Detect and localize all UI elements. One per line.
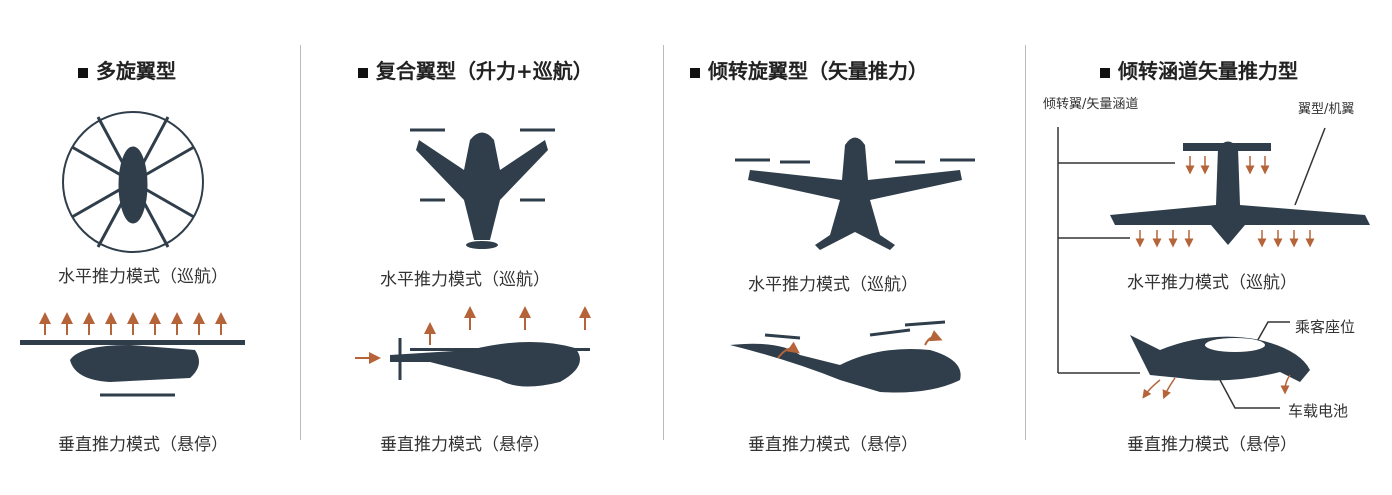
- title-text: 复合翼型（升力+巡航）: [376, 59, 593, 83]
- callout-battery: 车载电池: [1288, 402, 1349, 420]
- multirotor-top-view: [62, 111, 204, 253]
- callout-wing: 翼型/机翼: [1298, 102, 1355, 117]
- callout-lines: [1057, 127, 1326, 409]
- hover-label: 垂直推力模式（悬停）: [748, 435, 918, 455]
- callout-seat: 乘客座位: [1295, 318, 1356, 336]
- tiltrotor-side-view: [730, 320, 961, 393]
- callout-duct: 倾转翼/矢量涵道: [1043, 97, 1139, 112]
- bullet-square-icon: [78, 67, 88, 78]
- cruise-label: 水平推力模式（巡航）: [1127, 273, 1297, 293]
- bullet-square-icon: [1100, 67, 1110, 78]
- panel-title-tiltduct: 倾转涵道矢量推力型: [1100, 55, 1298, 84]
- cruise-label: 水平推力模式（巡航）: [748, 275, 918, 295]
- panel-divider: [663, 45, 664, 440]
- panel-title-multirotor: 多旋翼型: [78, 55, 176, 84]
- tiltduct-top-view: [1110, 141, 1370, 248]
- bullet-square-icon: [690, 67, 700, 78]
- tiltrotor-top-view: [735, 137, 975, 250]
- compound-side-view: [355, 306, 591, 387]
- cruise-label: 水平推力模式（巡航）: [380, 270, 550, 290]
- compound-top-view: [410, 128, 555, 249]
- panel-divider: [1025, 45, 1026, 440]
- title-text: 多旋翼型: [96, 59, 176, 83]
- hover-label: 垂直推力模式（悬停）: [58, 435, 228, 455]
- panel-title-compound: 复合翼型（升力+巡航）: [358, 55, 593, 84]
- hover-label: 垂直推力模式（悬停）: [1127, 435, 1297, 455]
- bullet-square-icon: [358, 67, 368, 78]
- hover-label: 垂直推力模式（悬停）: [380, 435, 550, 455]
- title-text: 倾转旋翼型（矢量推力）: [708, 59, 928, 83]
- tiltduct-side-view: [1130, 335, 1310, 400]
- cruise-label: 水平推力模式（巡航）: [58, 267, 228, 287]
- panel-divider: [300, 45, 301, 440]
- title-text: 倾转涵道矢量推力型: [1118, 59, 1298, 83]
- panel-title-tiltrotor: 倾转旋翼型（矢量推力）: [690, 55, 928, 84]
- multirotor-side-view: [20, 312, 245, 397]
